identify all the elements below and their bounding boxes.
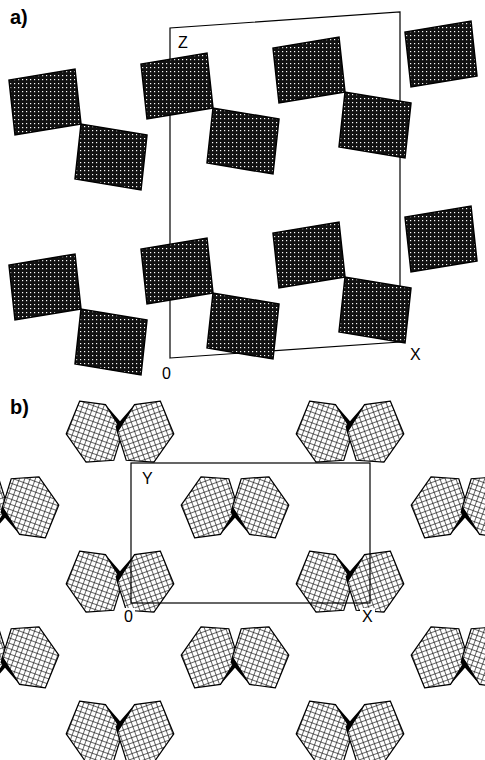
octahedra-chain — [9, 206, 477, 375]
panel-label: a) — [8, 6, 30, 28]
octahedra-chain — [9, 21, 477, 190]
axis-label: X — [408, 346, 423, 364]
polyhedra-framework — [0, 389, 485, 760]
axis-label: X — [360, 608, 375, 626]
unit-cell — [131, 463, 370, 603]
panel-label: b) — [8, 396, 31, 418]
origin-label: 0 — [160, 365, 173, 383]
axis-label: Y — [140, 470, 155, 488]
origin-label: 0 — [122, 608, 135, 626]
axis-label: Z — [176, 34, 190, 52]
